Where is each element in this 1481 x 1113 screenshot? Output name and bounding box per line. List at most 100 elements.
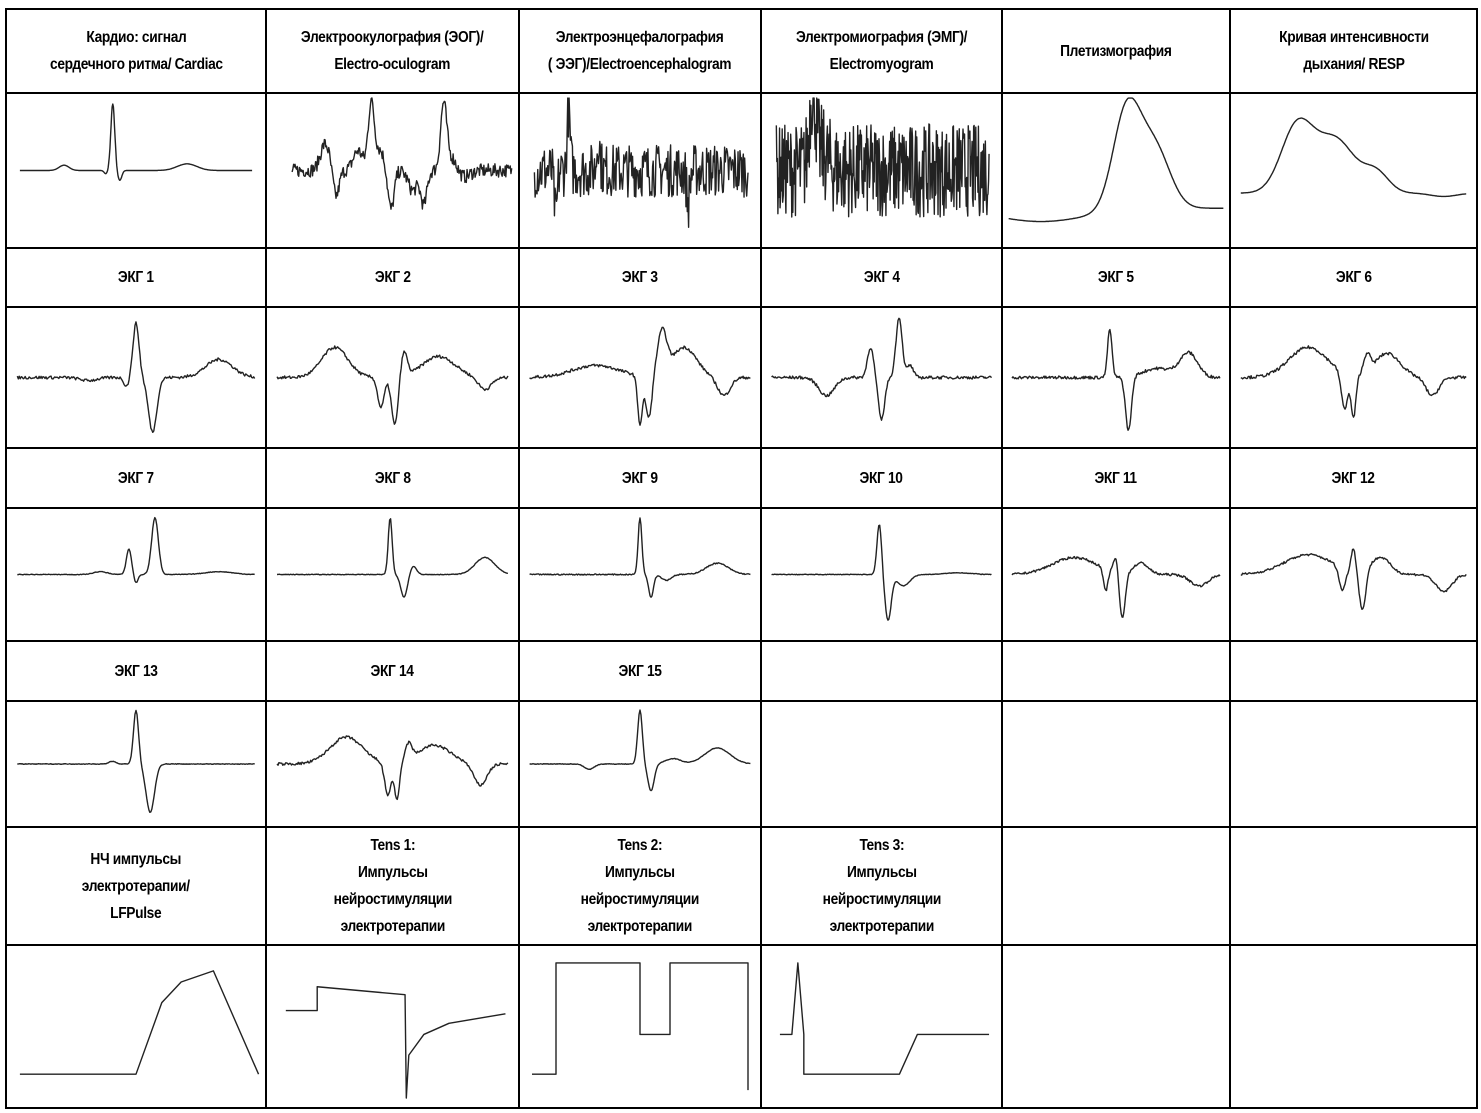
cell-label: ЭКГ 4 <box>760 247 1003 308</box>
tens3-waveform-icon <box>762 947 1001 1106</box>
ecg4-waveform-icon <box>762 309 1001 446</box>
label-text: ЭКГ 9 <box>622 469 658 487</box>
eeg-waveform-icon <box>520 95 760 246</box>
empty-cell <box>1229 944 1478 1109</box>
lfpulse-waveform-icon <box>7 947 265 1106</box>
label-text: Кардио: сигнал сердечного ритма/ Cardiac <box>49 29 223 73</box>
label-text: Электроэнцефалография ( ЭЭГ)/Electroence… <box>548 29 732 73</box>
waveform-line <box>292 98 512 209</box>
waveform-cell <box>760 306 1003 449</box>
waveform-cell <box>265 507 520 642</box>
cell-label: ЭКГ 5 <box>1001 247 1231 308</box>
empty-cell <box>1229 700 1478 828</box>
waveform-cell <box>1001 306 1231 449</box>
waveform-line <box>17 518 254 583</box>
waveform-cell <box>5 944 267 1109</box>
label-text: ЭКГ 5 <box>1098 269 1134 286</box>
cell-label: ЭКГ 2 <box>265 247 520 308</box>
waveform-line <box>1241 118 1466 196</box>
waveform-cell <box>265 944 520 1109</box>
waveform-cell <box>760 92 1003 249</box>
header-row: Кардио: сигнал сердечного ритма/ Cardiac… <box>5 8 1478 94</box>
waveform-cell <box>5 700 267 828</box>
waveform-cell <box>265 700 520 828</box>
ecg9-waveform-icon <box>520 510 760 639</box>
label-text: ЭКГ 15 <box>618 662 662 680</box>
cell-label: Электроокулография (ЭОГ)/ Electro-oculog… <box>265 8 520 94</box>
waveform-cell <box>760 507 1003 642</box>
waveform-line <box>17 710 254 812</box>
cell-label <box>1001 640 1231 702</box>
ecg14-waveform-icon <box>267 703 518 825</box>
label-text: Tens 3: Импульсы нейростимуляции электро… <box>822 837 941 935</box>
empty-cell <box>1001 700 1231 828</box>
label-text: ЭКГ 8 <box>374 469 411 487</box>
waveform-line <box>1241 549 1466 609</box>
cell-label <box>1001 826 1231 946</box>
label-text: Кривая интенсивности дыхания/ RESP <box>1278 29 1429 73</box>
waveform-line <box>534 98 748 227</box>
waveform-line <box>530 710 751 791</box>
waveform-line <box>780 963 989 1074</box>
label-text: ЭКГ 3 <box>622 269 658 286</box>
waveform-line <box>277 346 508 424</box>
cell-label: Электроэнцефалография ( ЭЭГ)/Electroence… <box>518 8 762 94</box>
waveform-line <box>277 736 508 799</box>
waveform-cell <box>1229 92 1478 249</box>
cell-label: ЭКГ 12 <box>1229 447 1478 509</box>
waveform-line <box>17 322 254 432</box>
cardiac-waveform-icon <box>7 95 265 246</box>
label-text: ЭКГ 7 <box>118 469 154 487</box>
waveform-table: Кардио: сигнал сердечного ритма/ Cardiac… <box>5 8 1478 1109</box>
waveform-cell <box>5 507 267 642</box>
waveform-cell <box>518 700 762 828</box>
ecg7-waveform-icon <box>7 510 265 639</box>
label-text: ЭКГ 13 <box>114 662 158 680</box>
tens2-waveform-icon <box>520 947 760 1106</box>
label-text: Tens 2: Импульсы нейростимуляции электро… <box>580 837 700 935</box>
cell-label: Tens 3: Импульсы нейростимуляции электро… <box>760 826 1003 946</box>
cell-label: Tens 2: Импульсы нейростимуляции электро… <box>518 826 762 946</box>
waveform-cell <box>265 92 520 249</box>
empty-cell <box>1001 944 1231 1109</box>
waveform-cell <box>5 306 267 449</box>
ecg2-waveform-icon <box>267 309 518 446</box>
pleth-waveform-icon <box>1003 95 1229 246</box>
waveform-row <box>5 306 1478 449</box>
cell-label: ЭКГ 3 <box>518 247 762 308</box>
cell-label: ЭКГ 8 <box>265 447 520 509</box>
label-text: ЭКГ 6 <box>1335 269 1372 286</box>
label-text: Плетизмография <box>1060 42 1172 60</box>
waveform-line <box>530 518 751 597</box>
label-text: ЭКГ 12 <box>1331 469 1376 487</box>
cell-label: ЭКГ 15 <box>518 640 762 702</box>
label-text: НЧ импульсы электротерапии/ LFPulse <box>82 850 190 922</box>
ecg10-waveform-icon <box>762 510 1001 639</box>
ecg11-waveform-icon <box>1003 510 1229 639</box>
cell-label: Электромиография (ЭМГ)/ Electromyogram <box>760 8 1003 94</box>
waveform-line <box>1012 557 1220 618</box>
ecg15-waveform-icon <box>520 703 760 825</box>
eog-waveform-icon <box>267 95 518 246</box>
emg-waveform-icon <box>762 95 1001 246</box>
cell-label: ЭКГ 11 <box>1001 447 1231 509</box>
label-text: ЭКГ 11 <box>1094 469 1138 487</box>
cell-label: ЭКГ 9 <box>518 447 762 509</box>
ecg1-waveform-icon <box>7 309 265 446</box>
waveform-line <box>772 525 992 620</box>
waveform-line <box>530 327 751 425</box>
waveform-cell <box>518 306 762 449</box>
ecg6-waveform-icon <box>1231 309 1476 446</box>
waveform-row <box>5 944 1478 1109</box>
waveform-cell <box>518 944 762 1109</box>
waveform-row <box>5 507 1478 642</box>
waveform-cell <box>1229 507 1478 642</box>
cell-label: НЧ импульсы электротерапии/ LFPulse <box>5 826 267 946</box>
header-row: ЭКГ 7 ЭКГ 8 ЭКГ 9 ЭКГ 10 ЭКГ 11 ЭКГ 12 <box>5 447 1478 509</box>
label-text: Электроокулография (ЭОГ)/ Electro-oculog… <box>301 29 484 73</box>
cell-label: ЭКГ 10 <box>760 447 1003 509</box>
waveform-line <box>532 963 748 1090</box>
waveform-row <box>5 92 1478 249</box>
waveform-line <box>277 519 508 597</box>
